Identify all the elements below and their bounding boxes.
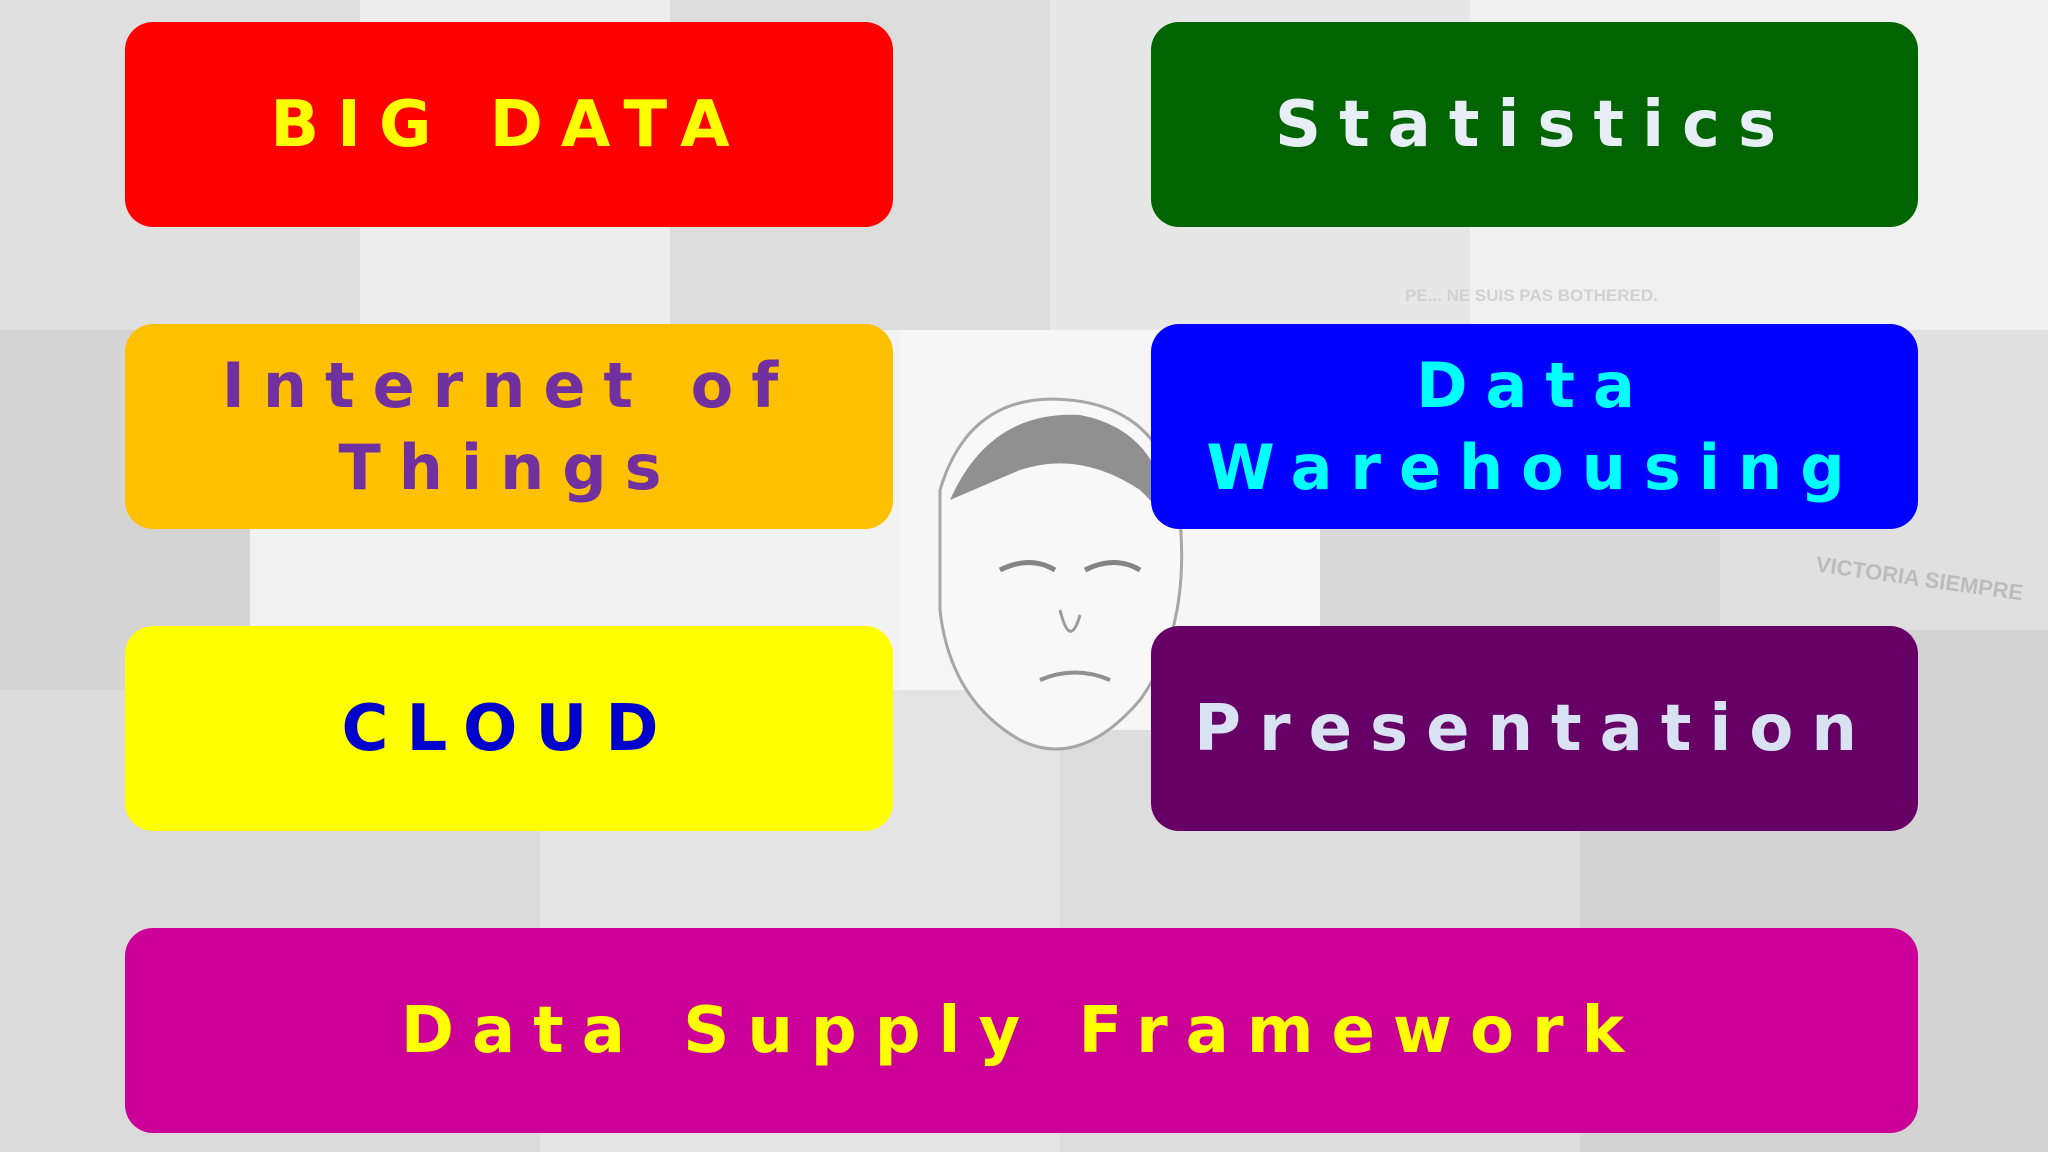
data-supply-framework-tile: Data Supply Framework: [125, 928, 1918, 1133]
iot-label-line1: Internet of: [221, 348, 797, 422]
dw-label-line1: Data: [1416, 348, 1653, 422]
big-data-label: BIG DATA: [270, 87, 748, 162]
presentation-tile: Presentation: [1151, 626, 1918, 831]
statistics-tile: Statistics: [1151, 22, 1918, 227]
background-caption-text: PE... NE SUIS PAS BOTHERED.: [1405, 286, 1658, 305]
data-warehousing-tile: Data Warehousing: [1151, 324, 1918, 529]
data-supply-framework-label: Data Supply Framework: [400, 993, 1643, 1068]
big-data-tile: BIG DATA: [125, 22, 893, 227]
cartoon-face-illustration: [938, 397, 1184, 751]
cloud-label: CLOUD: [341, 691, 677, 766]
iot-label-line2: Things: [338, 430, 680, 504]
statistics-label: Statistics: [1274, 87, 1795, 162]
dw-label-line2: Warehousing: [1206, 430, 1863, 504]
presentation-label: Presentation: [1194, 691, 1875, 766]
cloud-tile: CLOUD: [125, 626, 893, 831]
internet-of-things-tile: Internet of Things: [125, 324, 893, 529]
